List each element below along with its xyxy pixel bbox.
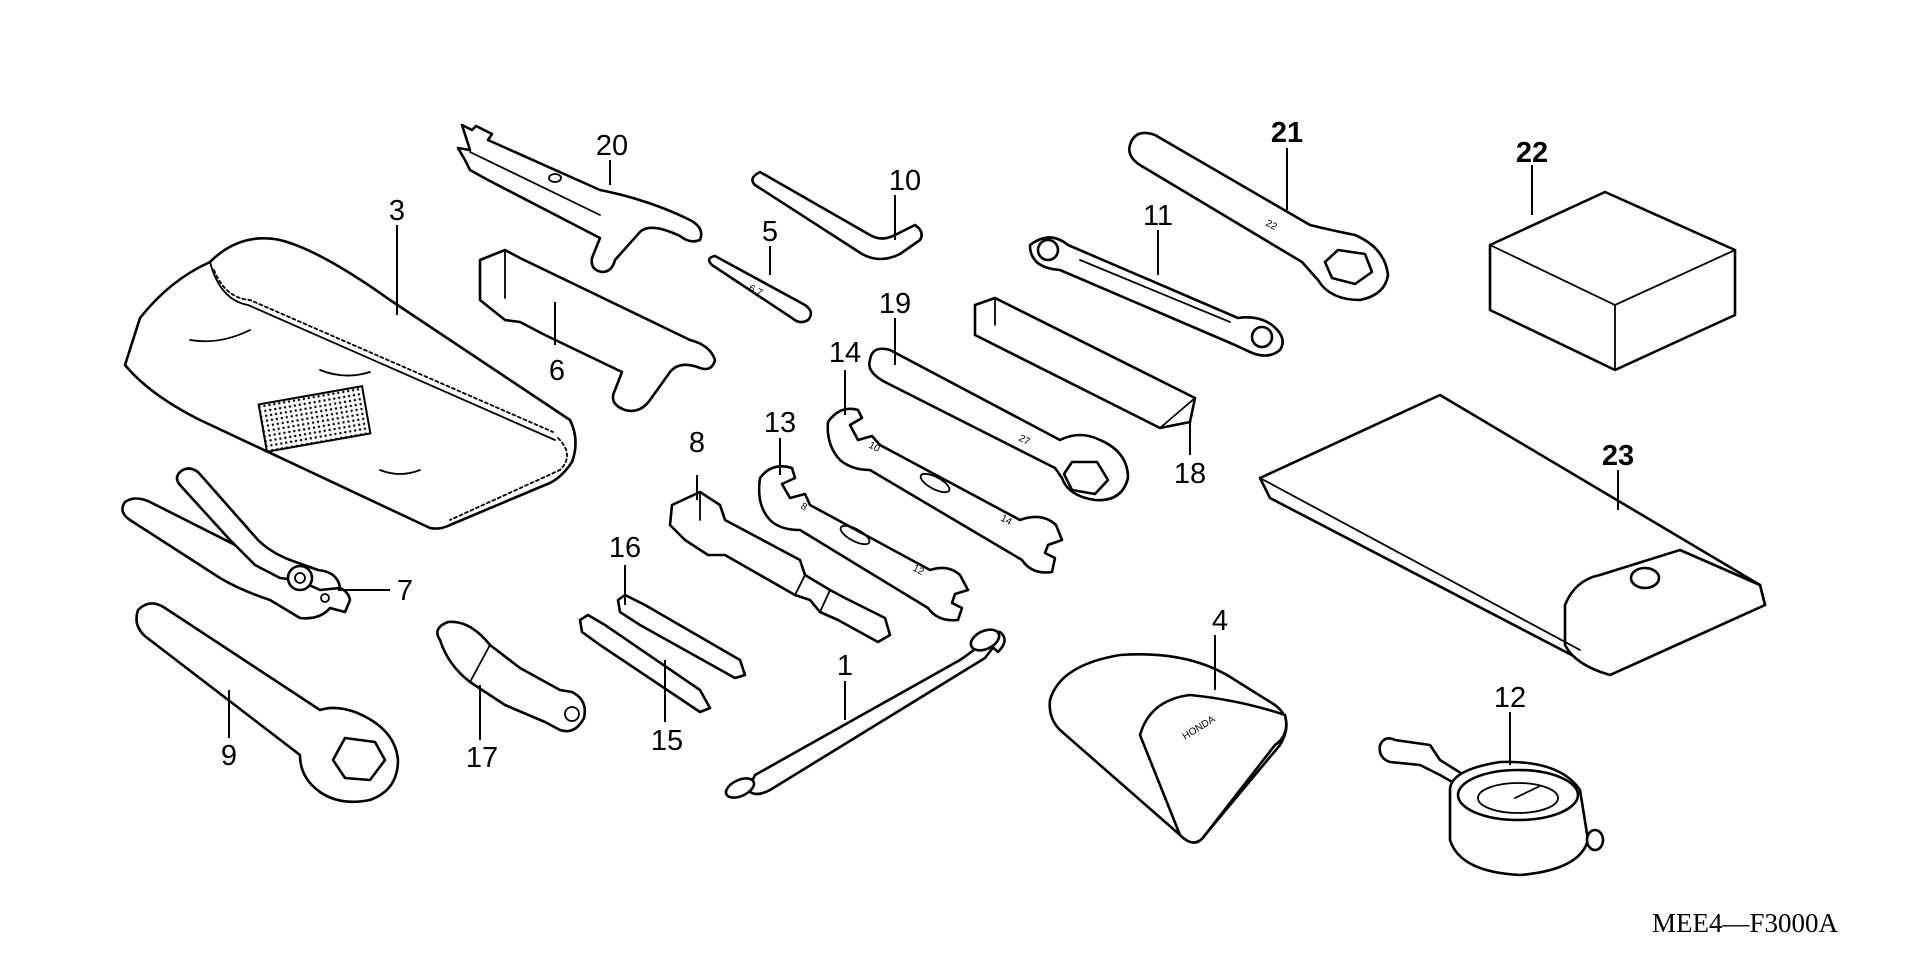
part-number-21: 21 <box>1271 117 1303 149</box>
part-number-5: 5 <box>762 216 778 248</box>
wrench-13-left-stamp: 8 <box>799 501 809 514</box>
wrench-14-right-stamp: 14 <box>999 513 1014 528</box>
part-number-16: 16 <box>609 532 641 564</box>
document-pouch-part <box>1258 393 1767 677</box>
pin-part: 6.7 <box>707 254 813 324</box>
part-number-22: 22 <box>1516 137 1548 169</box>
part-number-8: 8 <box>689 427 705 459</box>
screwdriver-bit-15-part <box>578 613 712 714</box>
pin-spanner-upper-part <box>456 123 703 274</box>
screwdriver-bit-16-part <box>616 593 747 680</box>
part-number-10: 10 <box>889 165 921 197</box>
strip-part <box>973 296 1197 430</box>
ring-spanner-part <box>135 602 400 804</box>
diagram-code: MEE4—F3000A <box>1652 908 1839 938</box>
sponge-part <box>1488 190 1737 372</box>
wrench-13-right-stamp: 12 <box>911 563 926 578</box>
wrench-27-part: 27 <box>868 347 1130 502</box>
wrench-14-left-stamp: 10 <box>867 440 882 455</box>
tool-bag-part <box>123 237 577 530</box>
part-number-7: 7 <box>397 575 413 607</box>
wrench-22-part: 22 <box>1128 131 1390 302</box>
part-number-13: 13 <box>764 407 796 439</box>
hex-key-part <box>751 170 923 261</box>
wrench-8-12-part: 8 12 <box>757 465 970 622</box>
pouch-part: HONDA <box>1048 653 1288 844</box>
pliers-part <box>121 467 352 620</box>
wrench-10-14-part: 10 14 <box>826 407 1064 574</box>
part-number-11: 11 <box>1143 200 1173 232</box>
cable-part <box>724 628 1006 799</box>
part-number-20: 20 <box>596 130 628 162</box>
part-number-18: 18 <box>1174 458 1206 490</box>
screwdriver-handle-part <box>436 620 587 733</box>
wrench-27-stamp: 27 <box>1017 433 1032 448</box>
part-number-9: 9 <box>221 740 237 772</box>
part-number-23: 23 <box>1602 440 1634 472</box>
part-number-15: 15 <box>651 725 683 757</box>
leader-lines <box>228 148 1619 765</box>
wrench-22-stamp: 22 <box>1264 218 1279 233</box>
part-number-1: 1 <box>837 650 853 682</box>
box-wrench-part <box>1028 236 1284 357</box>
part-number-19: 19 <box>879 288 911 320</box>
part-labels: 1 3 4 5 6 7 8 9 10 11 12 13 14 15 16 17 … <box>221 117 1634 774</box>
part-number-14: 14 <box>829 337 861 369</box>
pressure-gauge-part <box>1378 737 1605 877</box>
part-number-3: 3 <box>389 195 405 227</box>
part-number-6: 6 <box>549 355 565 387</box>
part-number-4: 4 <box>1212 605 1228 637</box>
socket-extension-part <box>668 490 892 644</box>
part-number-12: 12 <box>1494 682 1526 714</box>
part-number-17: 17 <box>466 742 498 774</box>
pin-spanner-lower-part <box>478 248 717 413</box>
